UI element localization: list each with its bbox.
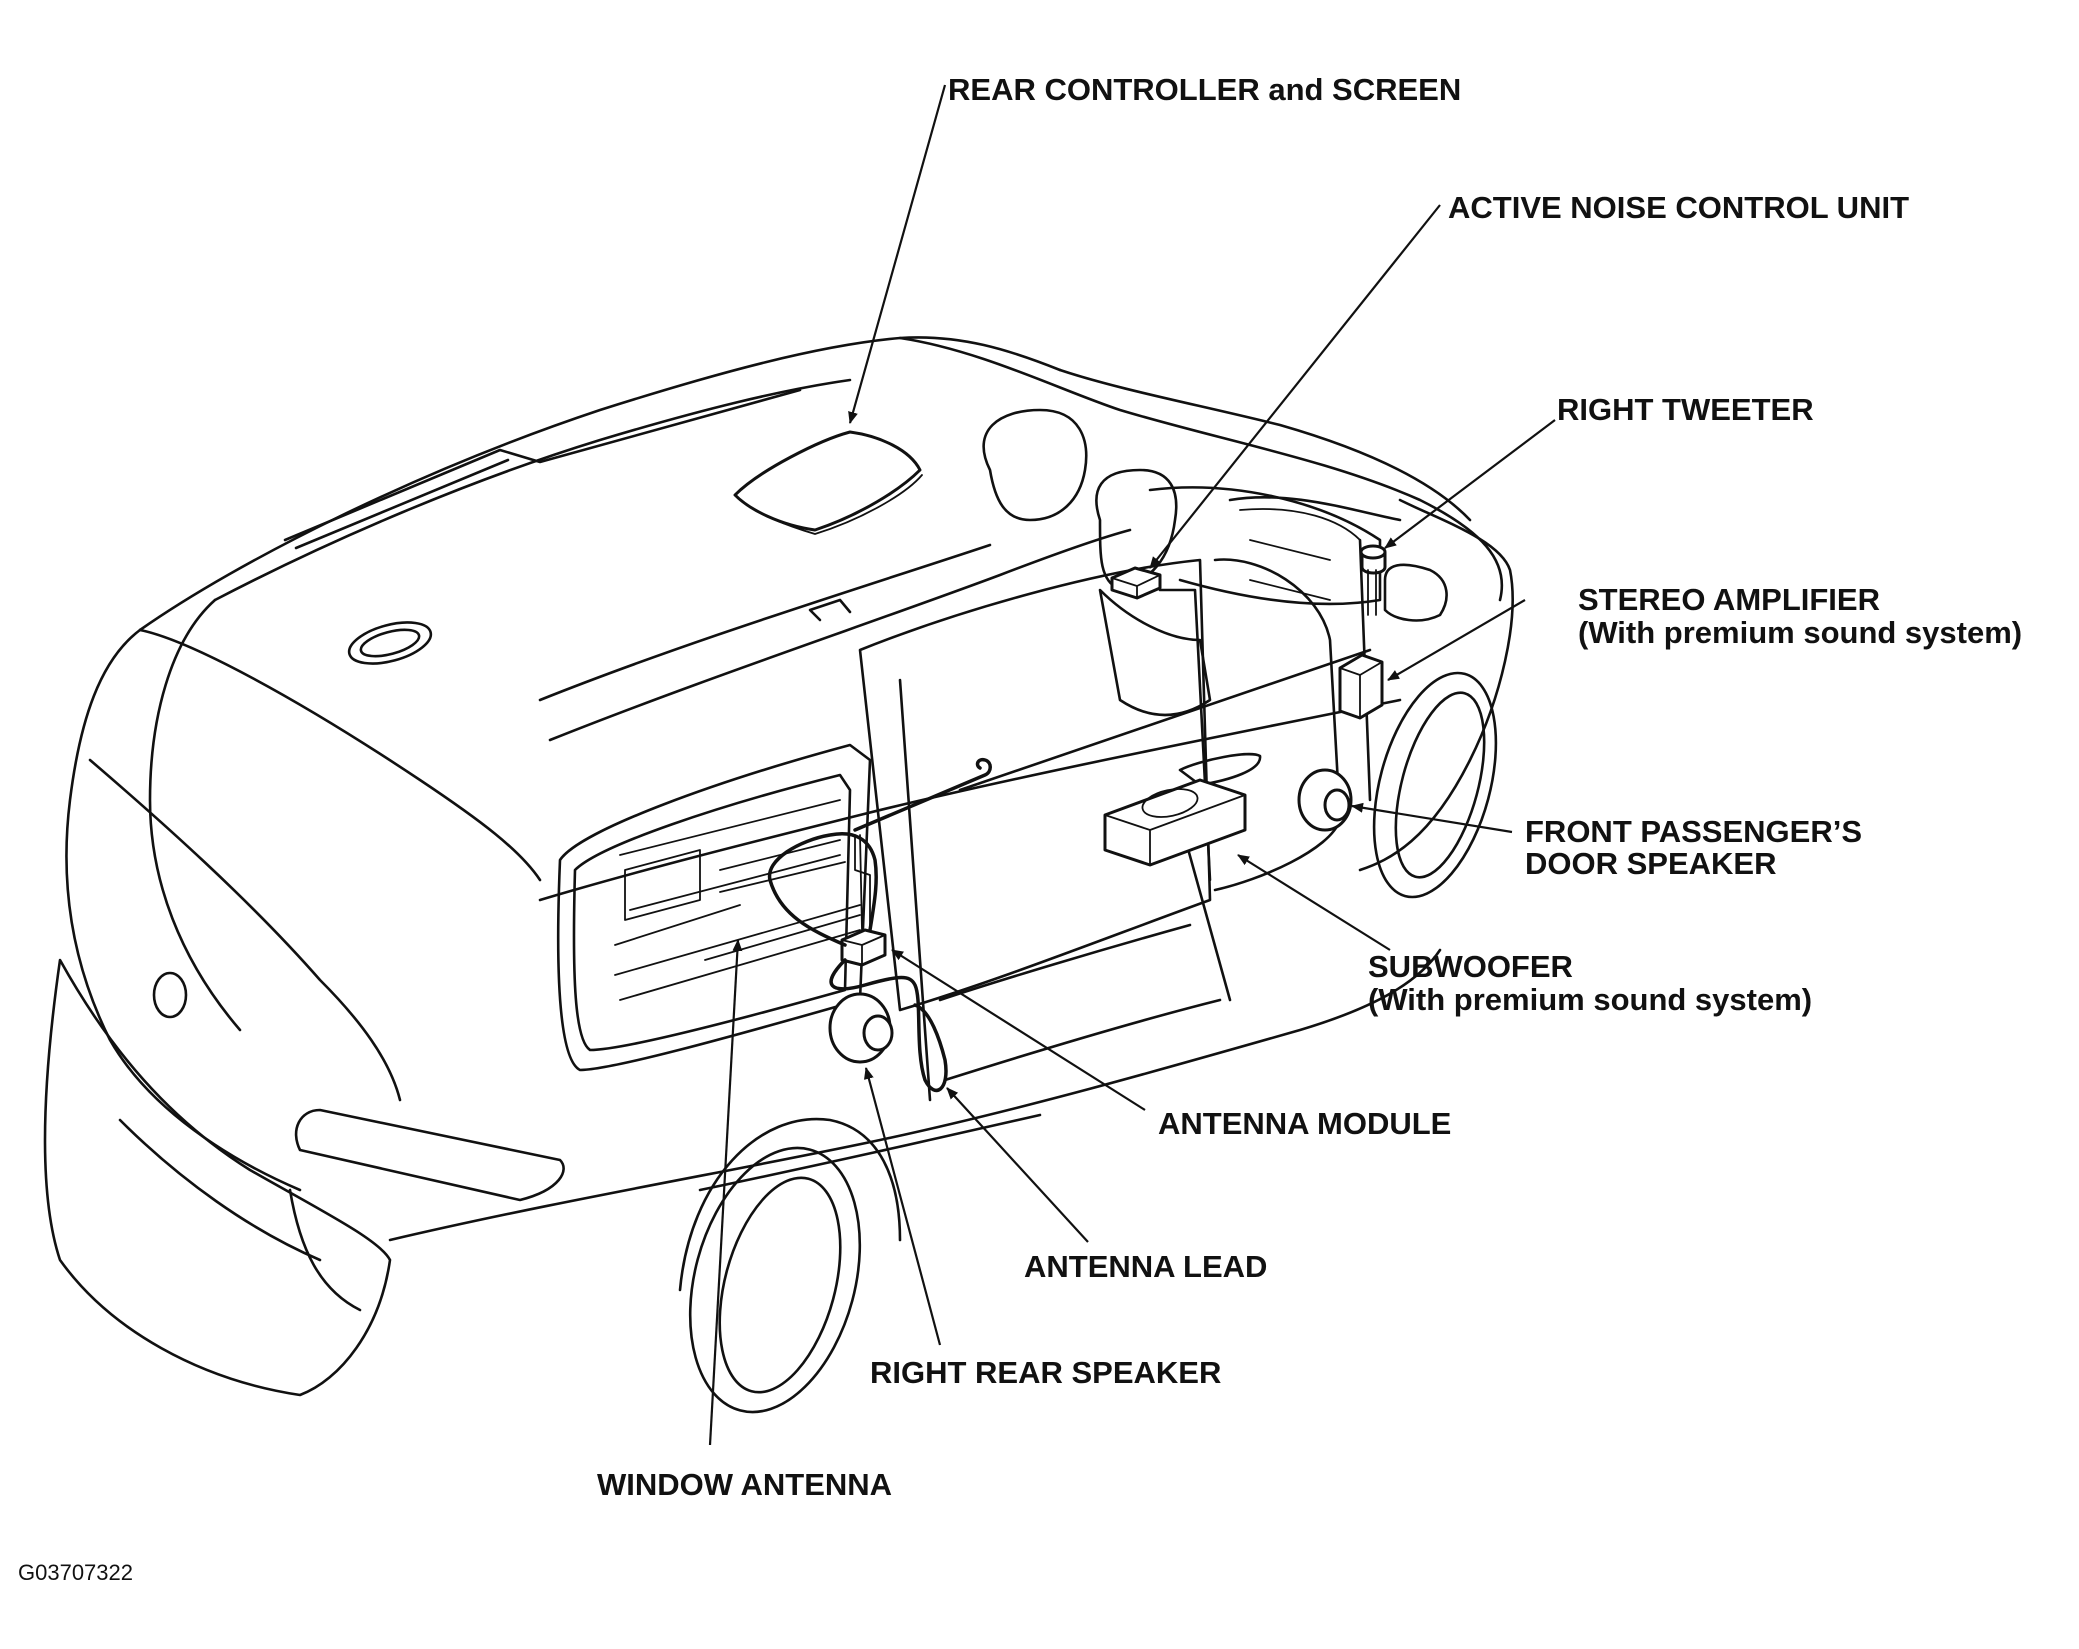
label-stereo-amplifier-note: (With premium sound system): [1578, 615, 2022, 650]
subwoofer: [1103, 778, 1247, 867]
leader-rear-controller: [848, 84, 947, 424]
leader-right-tweeter: [1384, 419, 1556, 549]
right-tweeter: [1359, 544, 1387, 616]
label-right-tweeter: RIGHT TWEETER: [1557, 392, 1814, 427]
leader-window-antenna: [708, 939, 743, 1446]
label-subwoofer: SUBWOOFER: [1368, 949, 1573, 984]
label-front-passenger-speaker: FRONT PASSENGER’S: [1525, 814, 1862, 849]
leader-antenna-lead: [946, 1087, 1089, 1243]
leader-stereo-amp: [1387, 599, 1526, 681]
label-subwoofer-note: (With premium sound system): [1368, 982, 1812, 1017]
right-rear-speaker: [828, 992, 894, 1064]
label-antenna-lead: ANTENNA LEAD: [1024, 1249, 1267, 1284]
label-front-passenger-speaker-line2: DOOR SPEAKER: [1525, 846, 1776, 881]
label-active-noise-control-unit: ACTIVE NOISE CONTROL UNIT: [1448, 190, 1909, 225]
label-right-rear-speaker: RIGHT REAR SPEAKER: [870, 1355, 1221, 1390]
label-stereo-amplifier: STEREO AMPLIFIER: [1578, 582, 1880, 617]
leader-front-door-speaker: [1351, 802, 1513, 834]
figure-id: G03707322: [18, 1560, 133, 1585]
stereo-amplifier: [1338, 653, 1384, 720]
active-noise-control-unit: [1110, 566, 1162, 600]
leader-antenna-module: [891, 949, 1146, 1111]
antenna-wiring: [767, 757, 992, 1093]
label-window-antenna: WINDOW ANTENNA: [597, 1467, 892, 1502]
front-passenger-door-speaker: [1297, 768, 1353, 832]
leader-active-noise: [1149, 204, 1441, 569]
leader-right-rear-speaker: [864, 1067, 942, 1346]
leader-subwoofer: [1237, 854, 1391, 951]
label-antenna-module: ANTENNA MODULE: [1158, 1106, 1451, 1141]
minivan-outline: [43, 336, 1514, 1414]
label-rear-controller: REAR CONTROLLER and SCREEN: [948, 72, 1461, 107]
rear-controller-screen: [733, 430, 922, 532]
antenna-module: [840, 928, 887, 967]
